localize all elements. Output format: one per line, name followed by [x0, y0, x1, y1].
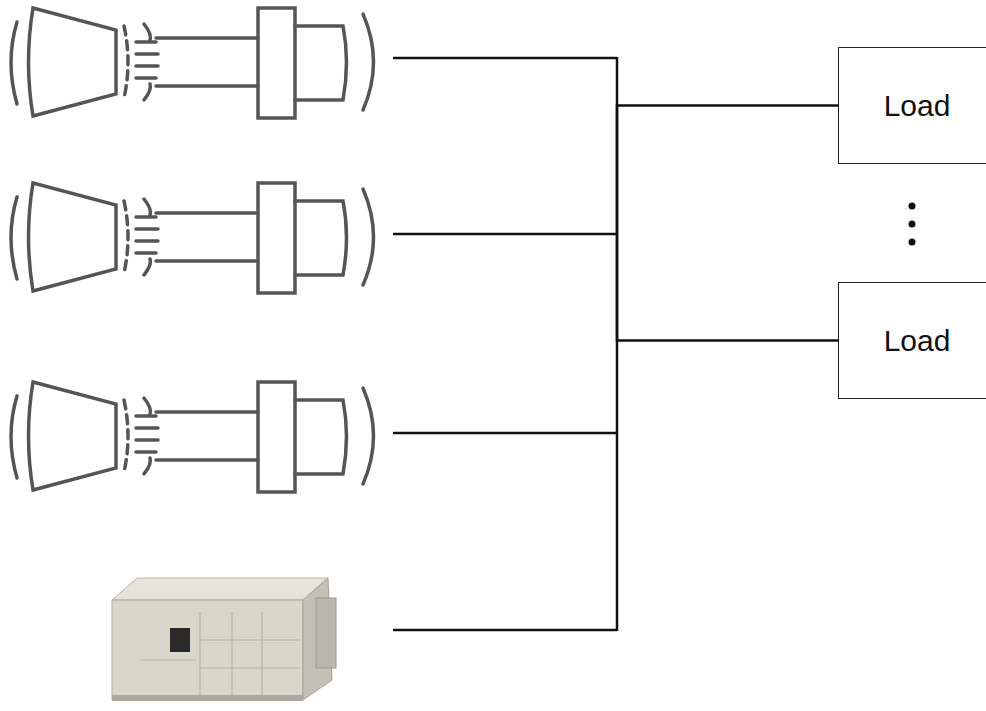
load-box: Load	[838, 47, 986, 164]
node-label: Load	[878, 89, 957, 123]
node-label: Load	[878, 324, 957, 358]
cabinet-unit	[112, 578, 336, 701]
bus-wiring	[393, 57, 617, 631]
ellipsis-dots	[909, 203, 916, 246]
load-box: Load	[838, 282, 986, 399]
turbine-icon	[11, 382, 374, 492]
bus-connector	[617, 106, 838, 341]
turbine-icon	[11, 8, 374, 118]
turbine-icon	[11, 183, 374, 293]
